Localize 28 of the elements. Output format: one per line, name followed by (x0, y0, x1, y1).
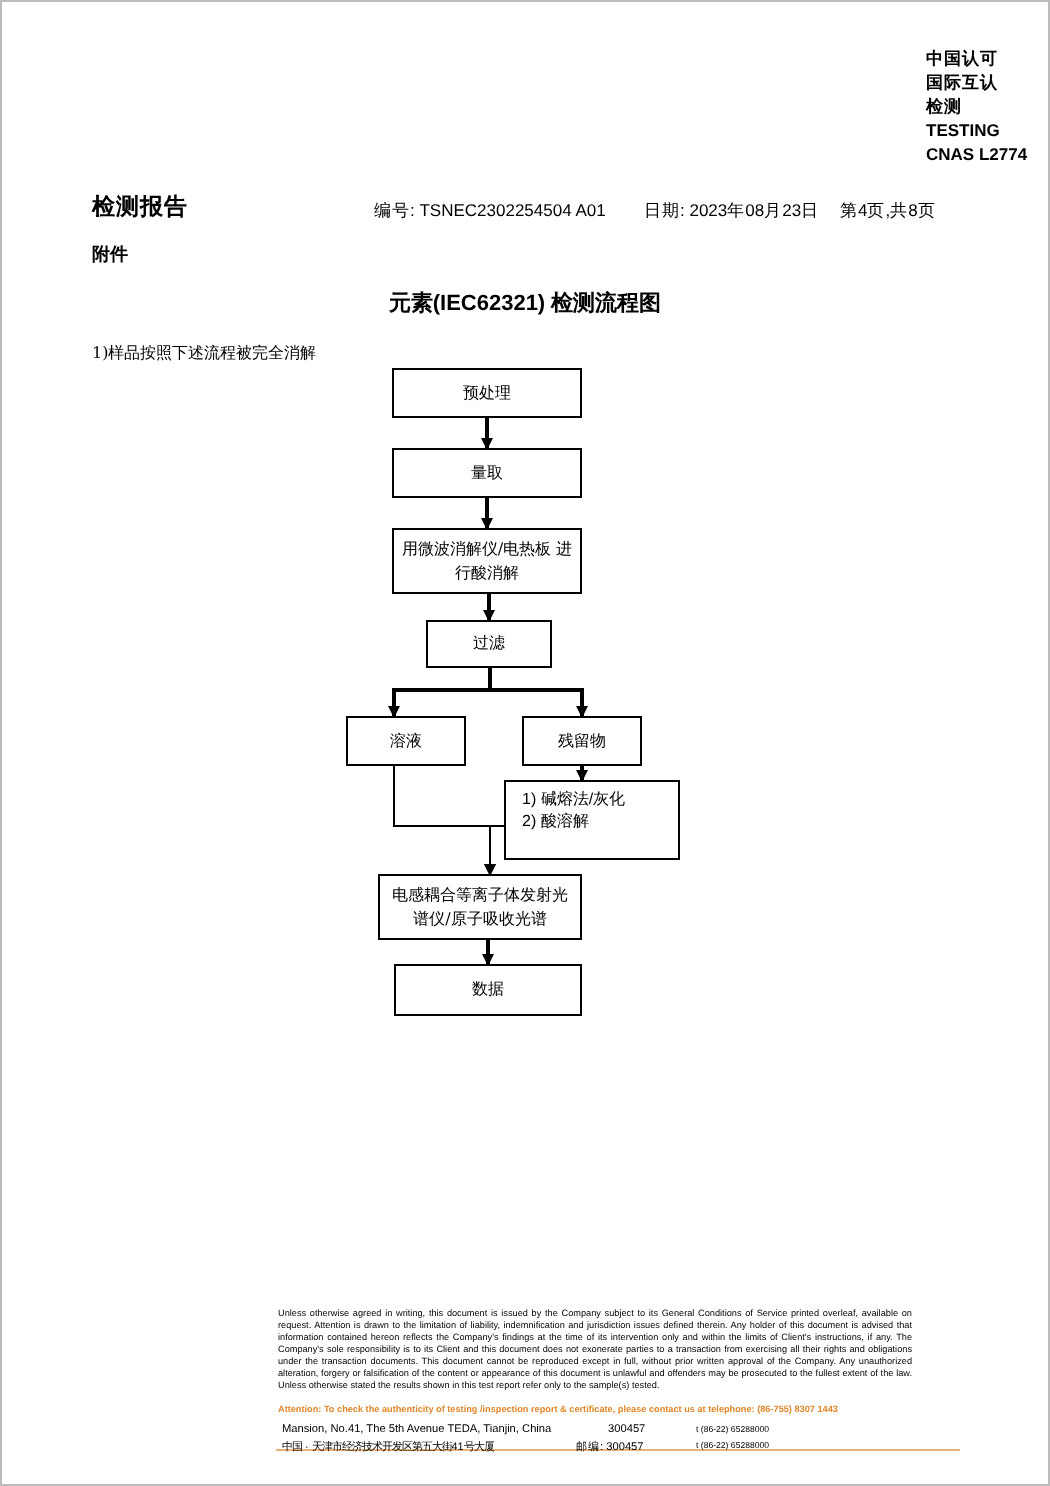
process-box: 过滤 (426, 620, 552, 668)
intro-text: 1)样品按照下述流程被完全消解 (92, 342, 317, 364)
report-heading: 检测报告 (92, 192, 188, 222)
section-heading: 附件 (92, 242, 128, 268)
report-date: 日期: 2023年08月23日 (644, 200, 820, 224)
certificate-text: 中国认可 (926, 48, 998, 72)
process-box: 1) 碱熔法/灰化 2) 酸溶解 (504, 780, 680, 860)
process-box: 残留物 (522, 716, 642, 766)
diagram-title: 元素(IEC62321) 检测流程图 (386, 289, 664, 318)
process-box: 用微波消解仪/电热板 进行酸消解 (392, 528, 582, 594)
certificate-text: 国际互认 (926, 72, 998, 96)
process-box: 溶液 (346, 716, 466, 766)
certificate-text: CNAS L2774 (926, 144, 1028, 164)
process-box: 电感耦合等离子体发射光谱仪/原子吸收光谱 (378, 874, 582, 940)
arrow (484, 825, 505, 876)
arrow (481, 418, 493, 450)
page-number: 第4页,共8页 (840, 200, 936, 224)
arrow (482, 940, 494, 966)
process-box: 量取 (392, 448, 582, 498)
arrow (481, 498, 493, 530)
arrow (483, 594, 495, 622)
certificate-text: TESTING (926, 120, 1000, 140)
arrow (576, 766, 588, 782)
certificate-text: 检测 (926, 96, 962, 120)
process-box: 数据 (394, 964, 582, 1016)
process-box: 预处理 (392, 368, 582, 418)
report-number: 编号: TSNEC2302254504 A01 (374, 200, 606, 224)
arrow (488, 668, 588, 718)
